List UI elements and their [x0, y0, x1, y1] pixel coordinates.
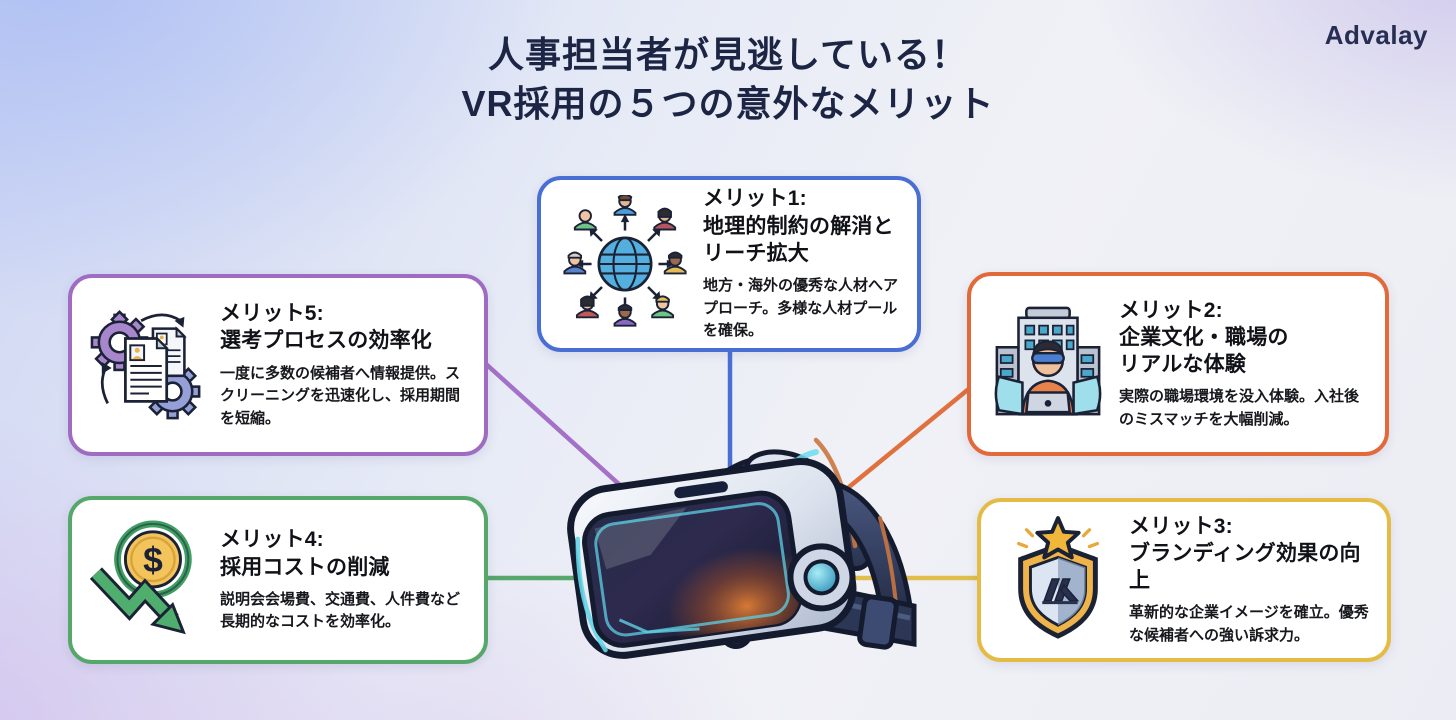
card-merit-1: メリット1: 地理的制約の解消と リーチ拡大 地方・海外の優秀な人材へアプローチ…: [537, 176, 921, 352]
card-merit-4-title: メリット4: 採用コストの削減: [220, 528, 390, 579]
shield-star-icon: [999, 511, 1117, 649]
card-merit-5-title: メリット5: 選考プロセスの効率化: [220, 301, 432, 353]
gears-documents-icon: [90, 296, 208, 434]
card-merit-1-title: メリット1: 地理的制約の解消と リーチ拡大: [703, 187, 894, 265]
card-merit-4-body: 説明会会場費、交通費、人件費など長期的なコストを効率化。: [220, 590, 461, 631]
card-merit-2-body: 実際の職場環境を没入体験。入社後のミスマッチを大幅削減。: [1119, 388, 1360, 428]
globe-network-icon: [559, 195, 691, 333]
card-merit-3: メリット3: ブランディング効果の向上 革新的な企業イメージを確立。優秀な候補者…: [977, 498, 1391, 662]
dollar-sign: $: [143, 540, 163, 580]
page-title-line-1: 人事担当者が見逃している！: [488, 34, 968, 75]
card-merit-5: メリット5: 選考プロセスの効率化 一度に多数の候補者へ情報提供。スクリーニング…: [68, 274, 488, 456]
vr-headset-illustration: [566, 394, 920, 686]
card-merit-3-title: メリット3: ブランディング効果の向上: [1129, 514, 1361, 593]
card-merit-4: $ メリット4: 採用コストの削減 説明会会場費、交通費、人件費など長期的なコス…: [68, 496, 488, 664]
card-merit-3-body: 革新的な企業イメージを確立。優秀な候補者への強い訴求力。: [1129, 604, 1369, 644]
vr-user-office-icon: [989, 295, 1107, 433]
brand-logo: Advalay: [1324, 20, 1428, 50]
page-title: 人事担当者が見逃している！ VR採用の５つの意外なメリット: [0, 30, 1456, 128]
cost-reduction-icon: $: [90, 511, 208, 649]
card-merit-1-body: 地方・海外の優秀な人材へアプローチ。多様な人材プールを確保。: [703, 277, 899, 340]
card-merit-5-body: 一度に多数の候補者へ情報提供。スクリーニングを迅速化し、採用期間を短縮。: [220, 364, 461, 427]
page-title-line-2: VR採用の５つの意外なメリット: [461, 83, 995, 124]
card-merit-2-title: メリット2: 企業文化・職場の リアルな体験: [1119, 298, 1289, 377]
card-merit-2: メリット2: 企業文化・職場の リアルな体験 実際の職場環境を没入体験。入社後の…: [967, 272, 1389, 456]
